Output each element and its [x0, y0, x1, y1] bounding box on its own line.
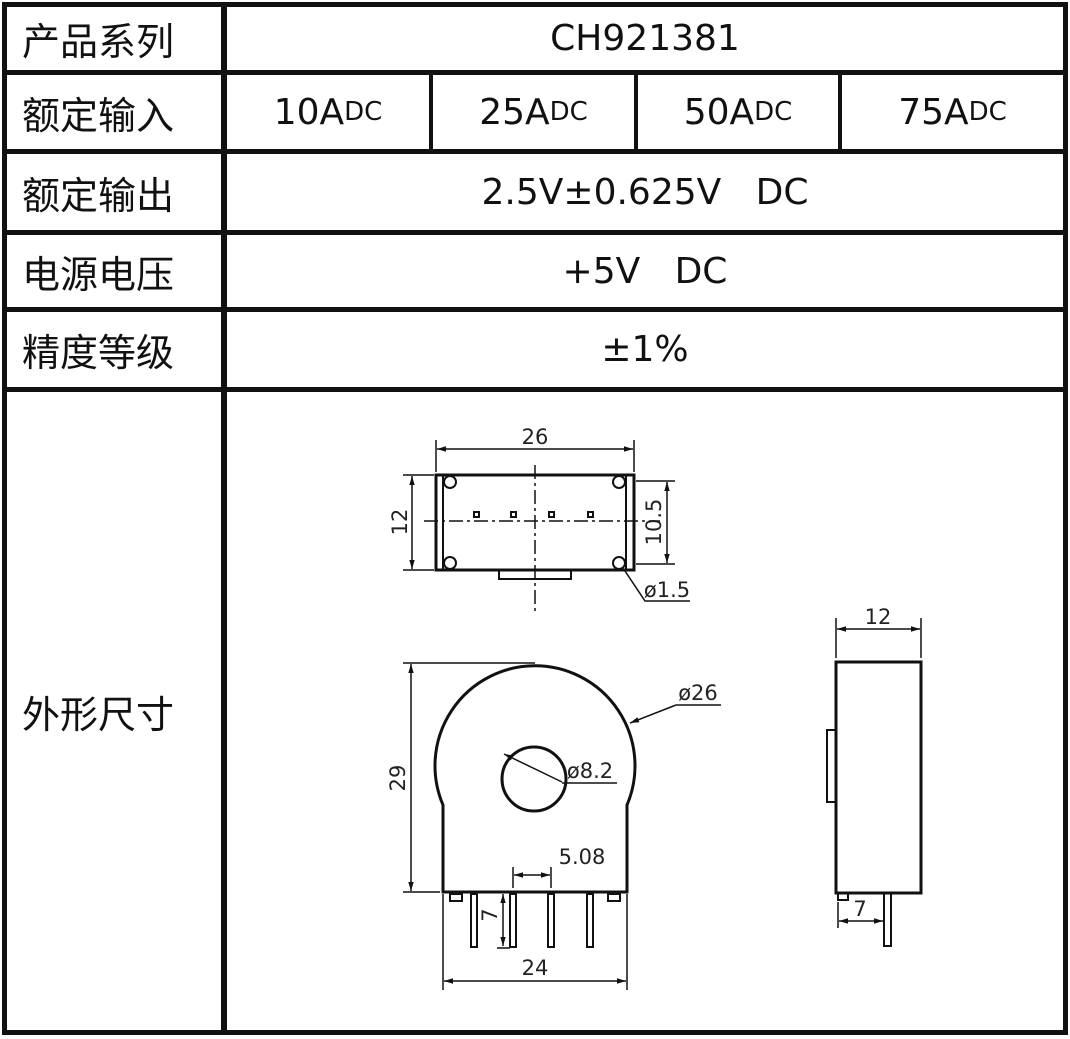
input-value: 50A: [683, 91, 755, 133]
dim-front-hole: ø8.2: [567, 759, 613, 783]
row-divider: [2, 149, 1068, 154]
input-value: 25A: [479, 91, 550, 133]
dim-top-pin-span: 10.5: [642, 499, 666, 546]
dim-front-height: 29: [386, 765, 410, 792]
input-unit: DC: [968, 97, 1007, 127]
column-divider: [221, 2, 227, 1035]
value-product-series: CH921381: [550, 18, 740, 59]
label-product-series: 产品系列: [22, 20, 175, 64]
dim-side-width: 12: [865, 605, 892, 629]
dim-pin-pitch: 5.08: [559, 845, 606, 869]
table-border-top: [2, 2, 1068, 7]
input-divider: [429, 72, 433, 152]
input-unit: DC: [754, 97, 793, 127]
row-divider: [2, 70, 1068, 75]
label-accuracy: 精度等级: [22, 331, 175, 375]
input-value: 75A: [898, 91, 969, 133]
dim-front-width: 24: [522, 956, 549, 980]
input-unit: DC: [549, 97, 588, 127]
dim-pin-length: 7: [478, 908, 502, 921]
row-divider: [2, 307, 1068, 312]
dim-top-hole: ø1.5: [644, 578, 690, 602]
table-border-bottom: [2, 1030, 1068, 1035]
input-value: 10A: [273, 91, 345, 133]
dim-side-pin-length: 7: [853, 897, 866, 921]
label-rated-output: 额定输出: [22, 173, 175, 218]
side-view: [826, 618, 923, 947]
table-border-left: [2, 2, 7, 1035]
row-divider: [2, 230, 1068, 235]
front-view: [403, 662, 721, 990]
table-border-right: [1063, 2, 1068, 1035]
dim-top-width: 26: [522, 425, 549, 449]
dim-front-diameter: ø26: [678, 681, 718, 705]
input-divider: [838, 72, 842, 152]
value-rated-output: 2.5V±0.625V DC: [481, 171, 809, 213]
row-divider: [2, 387, 1068, 392]
label-rated-input: 额定输入: [22, 93, 175, 138]
dim-top-height: 12: [388, 509, 412, 536]
input-unit: DC: [344, 97, 383, 127]
value-accuracy: ±1%: [601, 329, 689, 370]
label-supply-voltage: 电源电压: [22, 252, 175, 297]
label-dimensions: 外形尺寸: [22, 692, 175, 737]
value-supply-voltage: +5V DC: [562, 250, 728, 292]
input-divider: [634, 72, 638, 152]
top-view: [403, 440, 690, 612]
